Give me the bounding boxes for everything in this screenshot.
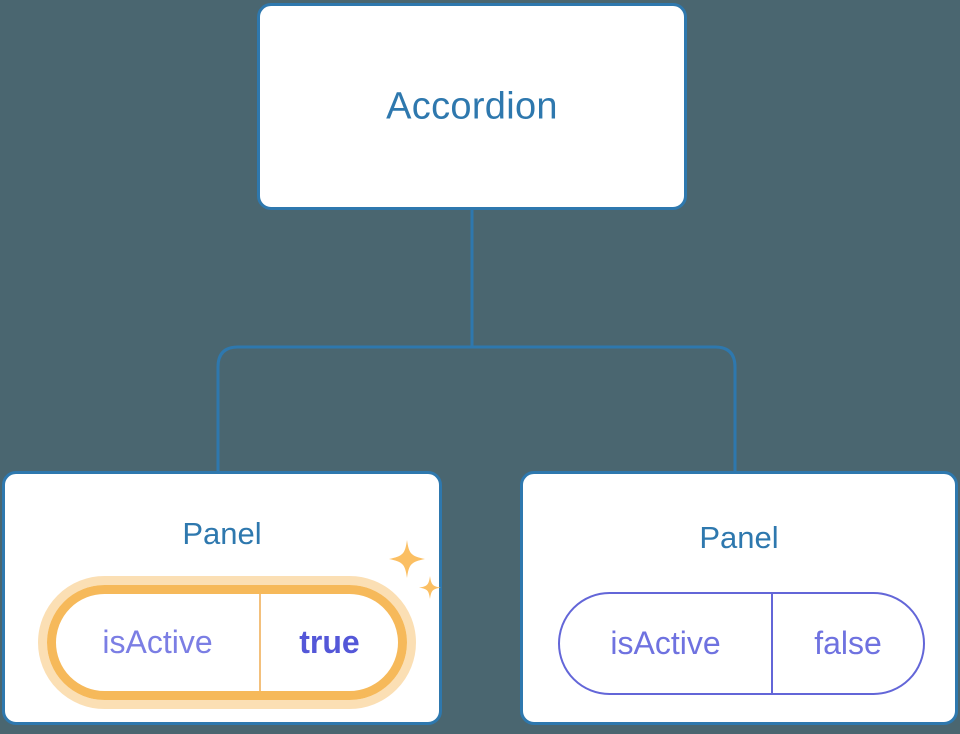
connector-branch-right [472,345,737,471]
node-panel-right[interactable]: Panel isActive false [520,471,958,725]
prop-pill-highlighted[interactable]: isActive true [47,585,407,700]
prop-pill-isactive-true[interactable]: isActive true [38,576,416,709]
connector-branch-left [216,345,472,471]
node-panel-left-title: Panel [182,516,262,551]
prop-key: isActive [56,594,261,691]
prop-key: isActive [560,594,773,693]
node-panel-left[interactable]: Panel isActive true [2,471,442,725]
highlight-glow-ring [38,576,416,709]
prop-value: true [299,624,360,660]
prop-pill-isactive-false[interactable]: isActive false [558,592,925,695]
prop-value: false [814,625,882,661]
node-accordion[interactable]: Accordion [257,3,687,210]
node-panel-right-title: Panel [699,520,779,555]
node-accordion-title: Accordion [386,85,558,127]
